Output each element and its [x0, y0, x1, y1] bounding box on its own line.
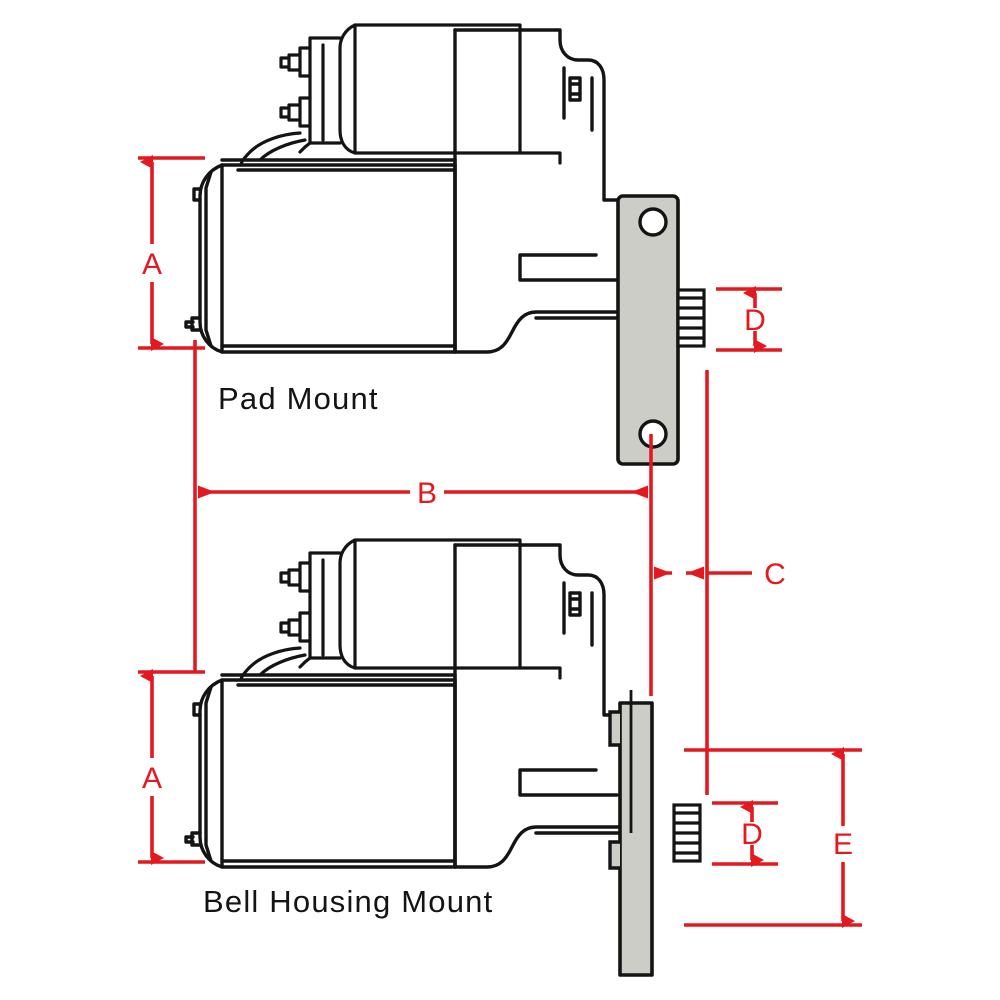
- mounting-bolt-hole-lower: [638, 419, 668, 449]
- pinion-gear-teeth: [674, 811, 700, 855]
- pad-solenoid-group: [239, 23, 562, 167]
- dimension-a-top-label: A: [142, 248, 162, 281]
- commutator-end-cap: [198, 163, 224, 354]
- bell-pinion-gear: [672, 803, 702, 863]
- bell-drive-housing-group: [453, 543, 636, 869]
- solenoid-body: [353, 23, 522, 155]
- motor-top-band: [220, 673, 457, 687]
- motor-body: [220, 163, 457, 354]
- motor-body: [220, 678, 457, 869]
- pinion-gear-teeth: [678, 296, 704, 340]
- drive-housing-top: [453, 543, 619, 717]
- solenoid-nose: [338, 538, 357, 670]
- dimension-b-label: B: [417, 477, 437, 510]
- drive-housing-shoulder: [518, 253, 622, 282]
- solenoid-terminal-stud-lower: [279, 611, 312, 643]
- end-cap-boss-lower: [184, 316, 202, 332]
- dimension-d-bottom: [712, 800, 778, 867]
- end-cap-inner-line: [204, 685, 213, 863]
- end-cap-inner-line: [204, 170, 213, 348]
- bell-motor-body-group: [184, 673, 457, 869]
- dimension-e-label: E: [833, 828, 853, 861]
- solenoid-lead-wire-2: [258, 138, 307, 162]
- commutator-end-cap: [198, 678, 224, 869]
- drive-housing-shoulder: [518, 768, 619, 797]
- bell-housing-mount-caption: Bell Housing Mount: [203, 884, 493, 919]
- mounting-pad-group: [616, 194, 680, 466]
- end-cap-boss-upper: [192, 702, 202, 717]
- motor-top-band: [220, 158, 457, 172]
- solenoid-body: [353, 538, 522, 670]
- dimension-a-bottom: [138, 669, 205, 865]
- drive-end-housing: [453, 163, 622, 354]
- mounting-bolt-hole-upper: [638, 207, 668, 237]
- dimension-d-top: [716, 286, 782, 353]
- pad-drive-housing-group: [453, 28, 622, 354]
- pad-mount-caption: Pad Mount: [218, 381, 379, 416]
- bell-housing-mount-view: A Bell Housing Mount D E: [138, 538, 862, 977]
- dimension-d-bottom-label: D: [741, 818, 763, 851]
- solenoid-base-shelf: [298, 141, 562, 165]
- dimension-e: [684, 747, 862, 928]
- solenoid-cap: [308, 36, 342, 145]
- solenoid-terminal-stud-upper: [279, 561, 312, 593]
- solenoid-lead-wire: [239, 646, 302, 682]
- solenoid-terminal-stud-upper: [279, 46, 312, 78]
- pad-pinion-gear: [676, 288, 706, 348]
- dimension-d-top-label: D: [744, 304, 766, 337]
- dimension-b: [193, 340, 653, 696]
- drive-end-housing: [453, 678, 636, 869]
- solenoid-terminal-stud-lower: [279, 96, 312, 128]
- solenoid-lead-wire: [239, 131, 302, 167]
- drive-housing-fastener: [568, 591, 582, 617]
- bell-solenoid-group: [239, 538, 562, 682]
- solenoid-cap: [308, 551, 342, 660]
- dimension-c: [654, 370, 752, 795]
- pad-motor-body-group: [184, 158, 457, 354]
- dimension-c-label: C: [764, 558, 786, 591]
- solenoid-lead-wire-2: [258, 653, 307, 677]
- bell-housing-flange-group: [608, 690, 654, 977]
- solenoid-base-shelf: [298, 656, 562, 680]
- end-cap-boss-upper: [192, 187, 202, 202]
- dimension-a-bottom-label: A: [142, 762, 162, 795]
- bell-flange-bottom-step: [608, 840, 620, 870]
- drive-housing-fastener: [568, 76, 582, 102]
- end-cap-boss-lower: [184, 831, 202, 847]
- pad-mount-view: A Pad Mount D: [138, 23, 782, 466]
- bell-housing-flange: [618, 701, 654, 977]
- drive-housing-top: [453, 28, 622, 202]
- solenoid-nose: [338, 23, 357, 155]
- bell-flange-top-step: [608, 710, 620, 747]
